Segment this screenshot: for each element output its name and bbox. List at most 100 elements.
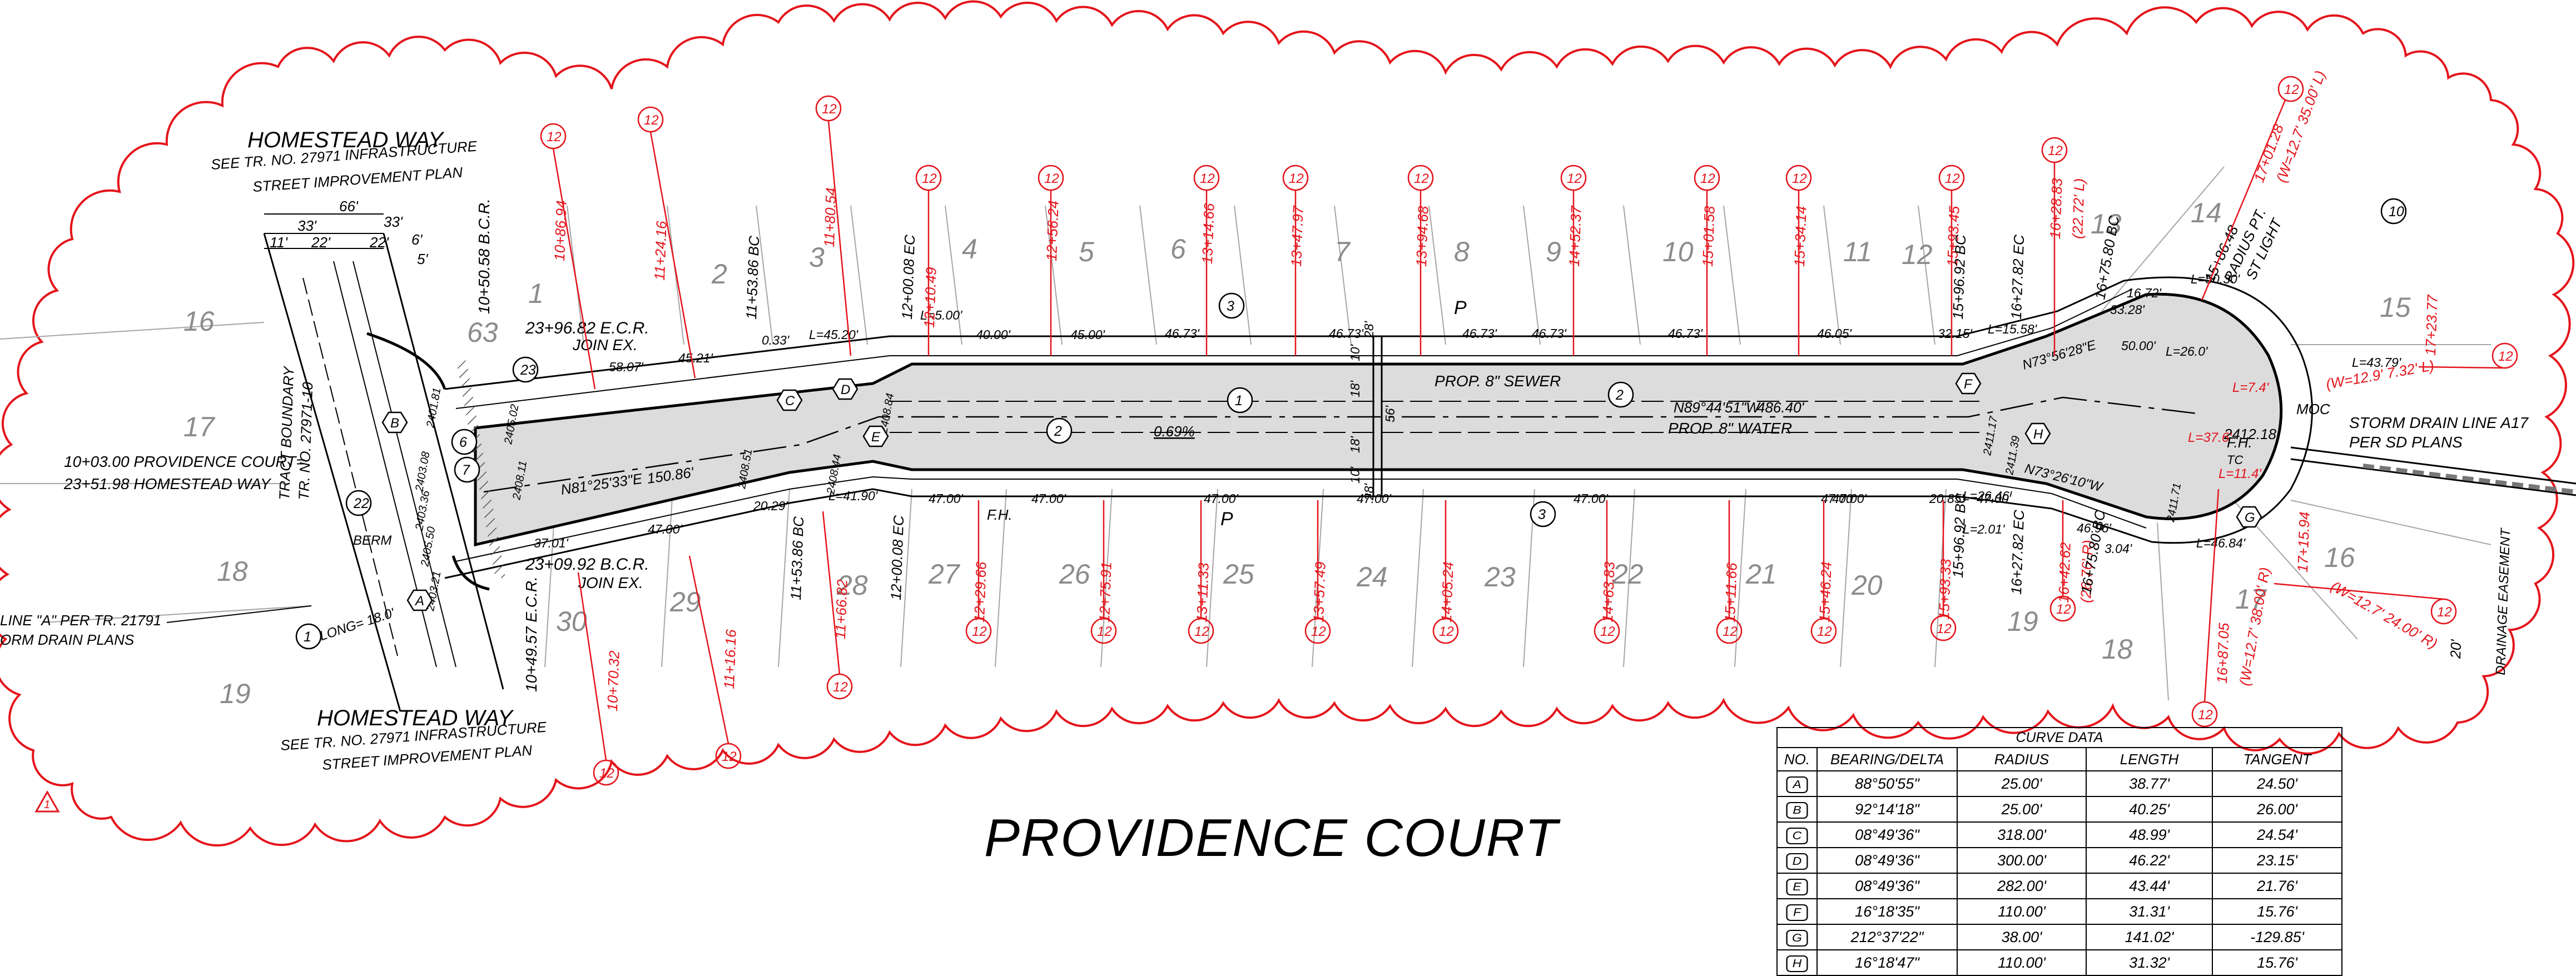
station-label: 17+23.77 [2422, 294, 2441, 356]
lot-number: 17 [2235, 584, 2267, 615]
curve-no: E [1776, 873, 1818, 899]
top-dim: 32.15' [1938, 326, 1973, 341]
curve-hex [832, 378, 858, 400]
bottom-dim: L=26.46' [1963, 489, 2013, 503]
curve-no: B [1776, 796, 1818, 823]
lot-number: 23 [1484, 561, 1516, 592]
curb-elevation: 2401.81 [424, 387, 443, 429]
sewer-label: PROP. 8" SEWER [1435, 372, 1561, 390]
curve-letter: E [871, 430, 881, 445]
curve-data-header-row: NO. BEARING/DELTA RADIUS LENGTH TANGENT [1776, 747, 2342, 771]
curve-data-caption: CURVE DATA [1776, 727, 2342, 748]
curve-delta: 08°49'36" [1816, 847, 1958, 874]
station-label: 10+70.32 [604, 650, 623, 712]
lot-number: 28 [836, 570, 868, 601]
leader-line [577, 572, 607, 761]
homestead-way-bottom-label: HOMESTEAD WAY SEE TR. NO. 27971 INFRASTR… [280, 706, 547, 773]
callout-number: 12 [644, 113, 659, 128]
curve-length: L=7.4' [2232, 380, 2270, 395]
dim-22b: 22' [369, 234, 389, 251]
curve-station: 16+27.82 EC [2008, 235, 2027, 320]
callout-circle [815, 95, 842, 122]
top-curb-dims: 58.07'45.21'0.33'L=45.20'L=5.00'40.00'45… [609, 272, 2402, 374]
callout-number: 12 [1937, 621, 1952, 636]
dim-22a: 22' [311, 234, 331, 251]
station-label: 15+46.24 [1816, 561, 1835, 623]
curve-no: G [1776, 924, 1818, 950]
bottom-dim: 46.96' [2077, 521, 2112, 535]
lot-number: 17 [183, 411, 216, 442]
street-width: 10' [1348, 343, 1362, 361]
station-label: 13+57.49 [1310, 561, 1329, 623]
bcr-top-vertical: 10+50.58 B.C.R. [475, 198, 493, 314]
curve-delta: 08°49'36" [1816, 821, 1958, 848]
lot-number: 27 [928, 559, 961, 590]
lot-number: 30 [556, 606, 587, 637]
homestead-way-top-label: HOMESTEAD WAY SEE TR. NO. 27971 INFRASTR… [210, 128, 478, 195]
note-circle [1227, 387, 1253, 414]
lot-number: 15 [2380, 292, 2411, 323]
lot-number: 5 [1079, 236, 1094, 267]
callout-number: 12 [2198, 708, 2213, 723]
callout-circle [2041, 137, 2068, 163]
station-offset: (W=12.7' 24.00' R) [2328, 577, 2440, 652]
top-dim: 46.05' [1817, 326, 1853, 341]
curve-delta: 88°50'55" [1816, 770, 1958, 797]
callout-number: 12 [1311, 624, 1326, 639]
station-label: 13+14.66 [1199, 203, 1218, 265]
bearing-2-length: 486.40' [1757, 399, 1805, 416]
note-circle [295, 623, 322, 650]
callout-circle [1304, 618, 1331, 644]
station-label: 12+56.24 [1043, 200, 1062, 261]
line-a-note: ORM DRAIN PLANS [0, 631, 135, 648]
station-label: 15+93.33 [1935, 559, 1954, 620]
callout-circle [1716, 618, 1743, 644]
lot-number: 19 [2007, 606, 2038, 637]
station-label: 11+24.16 [651, 220, 670, 281]
leader-line [2201, 99, 2286, 301]
street-width: 56' [1383, 405, 1397, 422]
note-number: 2 [1054, 424, 1062, 439]
lot-number: 9 [1546, 236, 1561, 267]
revision-delta-icon: 1 [34, 790, 60, 813]
station-label: 10+86.94 [551, 200, 570, 261]
note-number: 3 [1227, 298, 1234, 314]
lot-number: 18 [217, 556, 248, 587]
note-circle [1218, 292, 1245, 319]
curve-data-table: CURVE DATA NO. BEARING/DELTA RADIUS LENG… [1776, 727, 2342, 976]
dim-33a: 33' [297, 217, 317, 234]
lot-number: 2 [711, 258, 727, 290]
dim-11: 11' [270, 234, 288, 251]
callout-circle [826, 673, 853, 700]
curve-no-badge: E [1786, 878, 1808, 895]
top-dim: 46.73' [1532, 326, 1567, 341]
callout-number: 12 [1200, 171, 1215, 186]
slope-label: 0.69% [1154, 423, 1195, 440]
top-dim: 40.00' [976, 327, 1011, 342]
callout-circle [593, 759, 619, 786]
lot-number: 26 [1059, 559, 1090, 590]
col-length: LENGTH [2086, 747, 2213, 771]
callout-number: 12 [2498, 349, 2513, 364]
curve-radius: 38.00' [1957, 924, 2087, 950]
curve-no-badge: A [1786, 776, 1808, 793]
top-dim: 45.00' [1070, 327, 1106, 342]
station-label: 11+16.16 [721, 629, 739, 689]
curb-elevation: 2403.08 [413, 451, 432, 493]
curve-no-badge: G [1786, 929, 1808, 947]
note-circle [345, 490, 372, 516]
property-line-top: P [1454, 297, 1467, 318]
lot-number: 25 [1223, 559, 1254, 590]
top-dim: 45.21' [678, 351, 714, 365]
station-label: 14+63.83 [1599, 561, 1618, 623]
curve-no-badge: D [1786, 853, 1808, 870]
berm-label: BERM [353, 533, 391, 548]
street-pavement [444, 276, 2576, 579]
curve-hex [1955, 372, 1982, 395]
callout-circle [1090, 618, 1117, 644]
lot-number: 63 [467, 317, 498, 348]
station-label: 13+11.33 [1193, 562, 1212, 623]
lot-number: 3 [809, 242, 825, 273]
